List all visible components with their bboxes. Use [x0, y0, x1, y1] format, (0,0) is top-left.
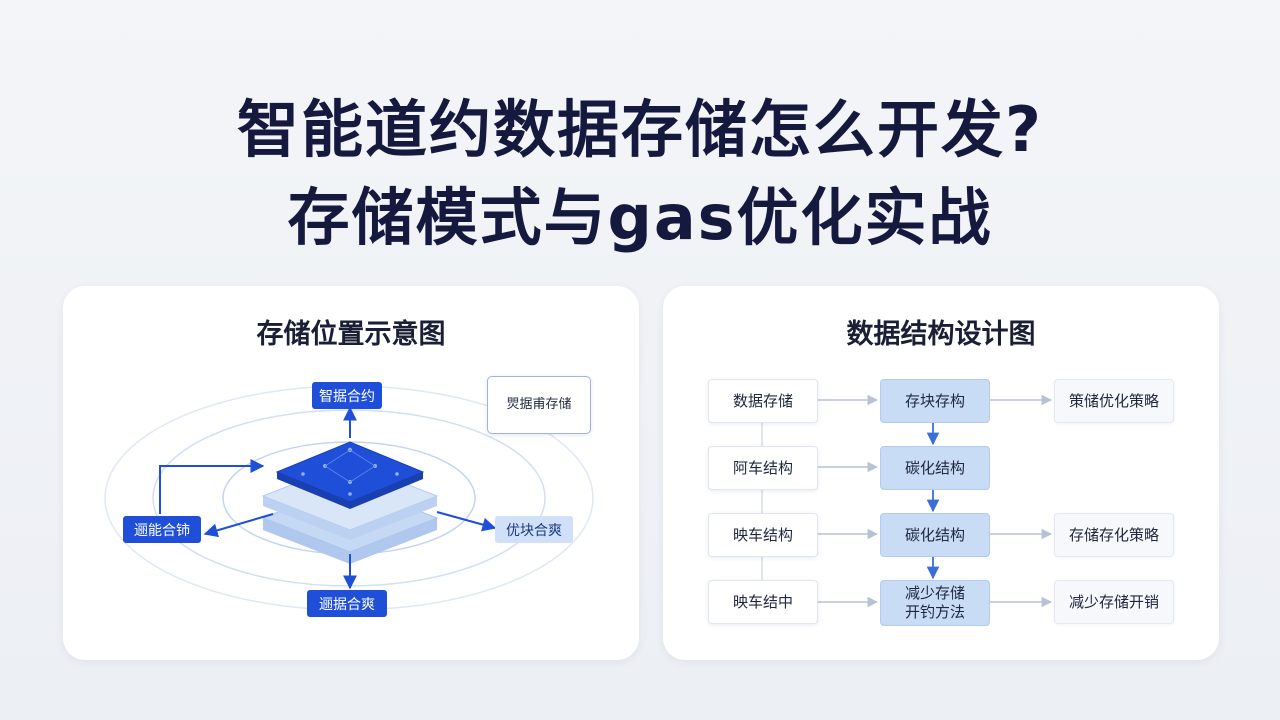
title-line-2: 存储模式与gas优化实战	[287, 181, 993, 254]
circuit-lines	[324, 449, 376, 483]
title-line-1: 智能道约数据存储怎么开发?	[237, 93, 1043, 166]
node-right: 优块合爽	[495, 516, 573, 543]
box-col3-row3: 存储存化策略	[1054, 513, 1174, 557]
box-col2-row2: 碳化结构	[880, 446, 990, 490]
legend-label: 焸据甫存储	[506, 397, 572, 412]
box-col2-row3: 碳化结构	[880, 513, 990, 557]
platform-layer-top-side	[277, 472, 423, 509]
arrow-to-right-node	[436, 511, 497, 532]
legend-box: 焸据甫存储	[487, 376, 591, 434]
node-top: 智据合约	[312, 382, 382, 409]
data-structure-panel: 数据结构设计图 数据存储 阿车结构 映车结构 映车结中 存块存构 碳化结构 碳化	[663, 286, 1219, 660]
node-bottom: 逦据合爽	[307, 590, 387, 617]
arrow-to-left-node	[203, 513, 274, 538]
storage-location-title: 存储位置示意图	[256, 319, 446, 350]
platform-layer-middle-side	[263, 496, 437, 540]
box-col3-row1: 策储优化策略	[1054, 379, 1174, 423]
storage-diagram-graphic	[104, 382, 594, 611]
box-col1-row2: 阿车结构	[708, 446, 818, 490]
box-col3-row4: 减少存储开销	[1054, 580, 1174, 624]
box-col1-row3: 映车结构	[708, 513, 818, 557]
arrow-left-to-platform	[159, 459, 265, 514]
page-title: 智能道约数据存储怎么开发? 存储模式与gas优化实战	[0, 86, 1280, 262]
storage-location-panel: 存储位置示意图	[63, 286, 639, 660]
data-structure-title: 数据结构设计图	[846, 319, 1036, 350]
node-left: 逦能合铈	[123, 516, 201, 543]
box-col2-row1: 存块存构	[880, 379, 990, 423]
box-col1-row4: 映车结中	[708, 580, 818, 624]
box-col1-row1: 数据存储	[708, 379, 818, 423]
box-col2-row4: 减少存储 开钓方法	[880, 580, 990, 626]
